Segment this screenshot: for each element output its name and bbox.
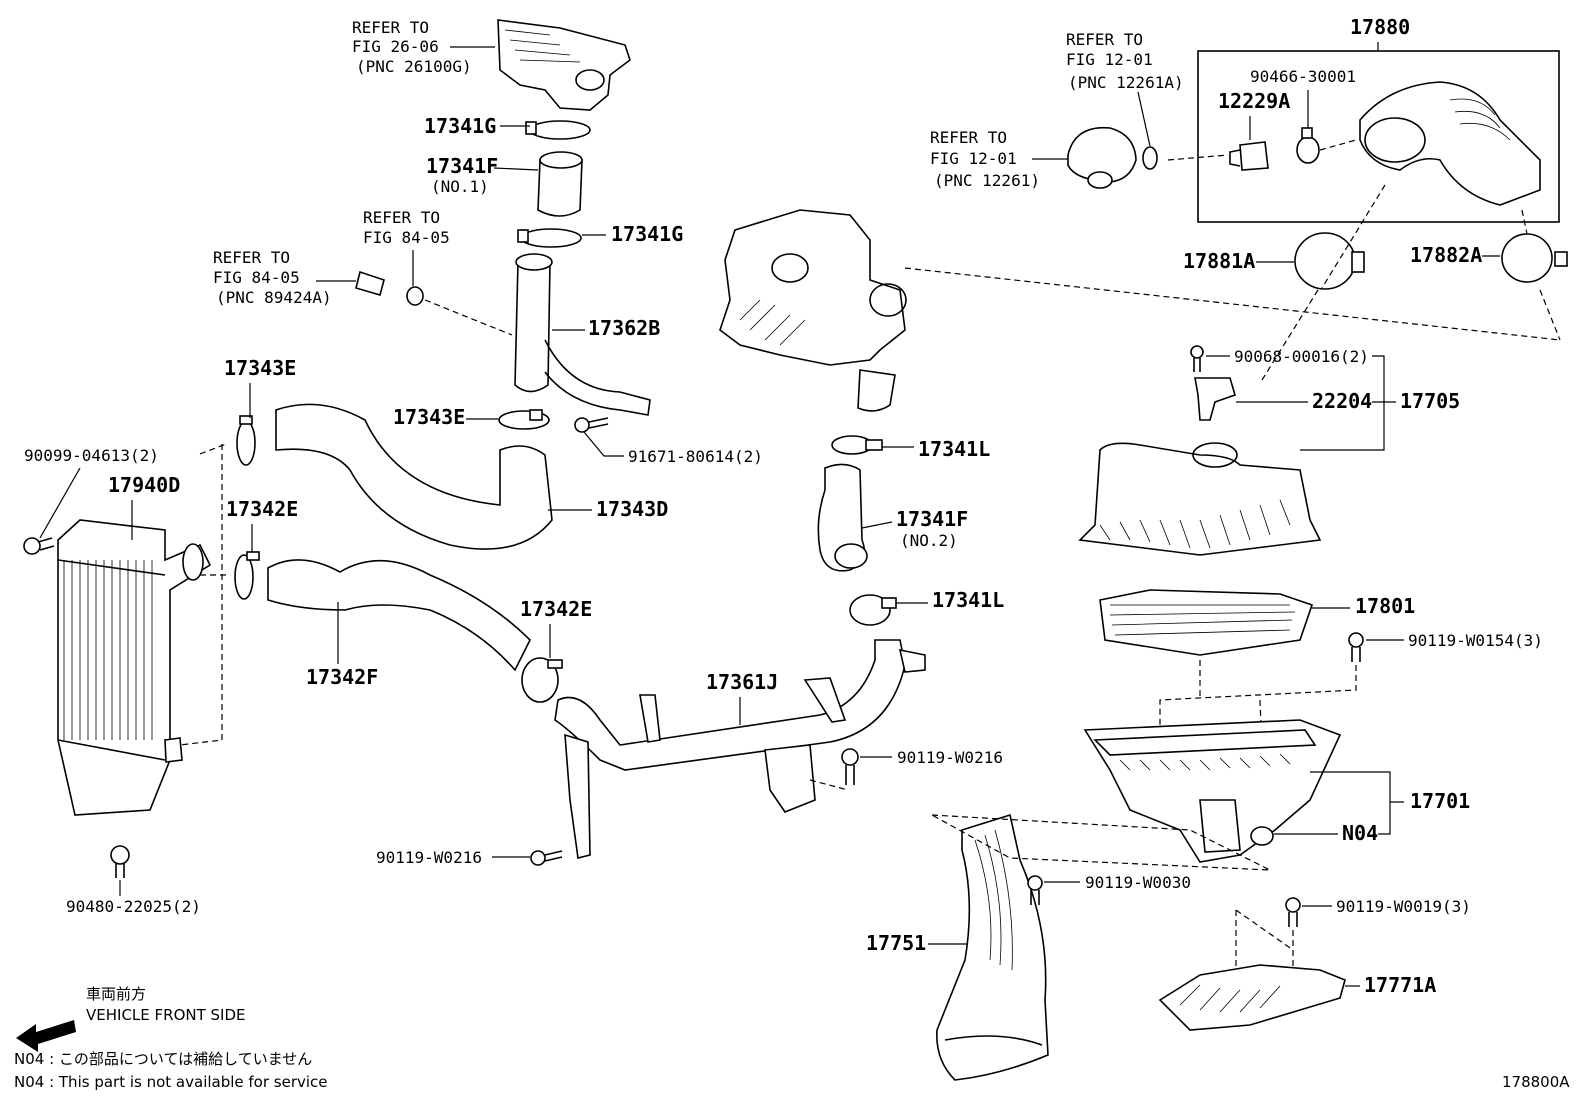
label-17343D: 17343D (596, 497, 668, 521)
clamp-17341L-bot (849, 594, 897, 626)
pipe-17361J (554, 639, 926, 859)
ref-12-01-b-line2: FIG 12-01 (930, 149, 1017, 168)
sensor-89424A (355, 270, 424, 306)
clamp-17343E-top (236, 415, 256, 466)
label-17771A: 17771A (1364, 973, 1436, 997)
bracket-17771A (1158, 964, 1346, 1031)
ref-12-01-a-line2: FIG 12-01 (1066, 50, 1153, 69)
label-17341F-no2: 17341F (896, 507, 968, 531)
fitting-12229A (1229, 141, 1269, 171)
label-91671: 91671-80614(2) (628, 447, 763, 466)
vehicle-front-jp: 車両前方 (86, 985, 146, 1003)
ref-12-01-a-line1: REFER TO (1066, 30, 1143, 49)
clamp-17881A (1294, 232, 1365, 290)
ref-12-01-a-line3: (PNC 12261A) (1068, 73, 1184, 92)
label-90119-W0030: 90119-W0030 (1085, 873, 1191, 892)
label-90119-W0216-a: 90119-W0216 (897, 748, 1003, 767)
label-17361J: 17361J (706, 670, 778, 694)
duct-17751 (936, 813, 1049, 1081)
label-90480: 90480-22025(2) (66, 897, 201, 916)
label-17343E-mid: 17343E (393, 405, 465, 429)
label-17341G-top: 17341G (424, 114, 496, 138)
clamp-17341G-top (525, 120, 591, 140)
filter-17801 (1099, 589, 1314, 656)
ref-84-05-a-line1: REFER TO (363, 208, 440, 227)
hose-17343D (275, 403, 553, 550)
bolt-90480 (110, 845, 130, 878)
throttle-body (497, 19, 631, 111)
label-90099: 90099-04613(2) (24, 446, 159, 465)
bolt-90119-W0019 (1285, 897, 1301, 927)
label-17342E-left: 17342E (226, 497, 298, 521)
bolt-90119-W0216-b (530, 850, 563, 866)
vehicle-front-en: VEHICLE FRONT SIDE (86, 1006, 246, 1024)
ref-84-05-b-line2: FIG 84-05 (213, 268, 300, 287)
ref-12-01-b-line1: REFER TO (930, 128, 1007, 147)
label-N04: N04 (1342, 821, 1378, 845)
label-17341L-top: 17341L (918, 437, 990, 461)
label-17342F: 17342F (306, 665, 378, 689)
label-90119-W0019: 90119-W0019(3) (1336, 897, 1471, 916)
note-n04-jp: N04 : この部品については補給していません (14, 1050, 312, 1068)
ref-26-06-line2: FIG 26-06 (352, 37, 439, 56)
ref-12-01-b-line3: (PNC 12261) (934, 171, 1040, 190)
clamp-17341G-mid (517, 228, 582, 248)
label-90119-W0216-b: 90119-W0216 (376, 848, 482, 867)
turbocharger (719, 209, 907, 412)
label-17343E-top: 17343E (224, 356, 296, 380)
air-hose-17880 (1359, 81, 1541, 206)
label-17341L-bot: 17341L (932, 588, 1004, 612)
intercooler-17940D (57, 519, 212, 816)
label-22204: 22204 (1312, 389, 1372, 413)
label-17341F-no1-sub: (NO.1) (431, 177, 489, 196)
bolt-90119-W0030 (1027, 875, 1043, 905)
label-17341G-mid: 17341G (611, 222, 683, 246)
grommet-N04 (1250, 826, 1274, 846)
air-cleaner-cap-17705 (1078, 442, 1322, 556)
label-17342E-mid: 17342E (520, 597, 592, 621)
label-17701: 17701 (1410, 789, 1470, 813)
valve-12261 (1067, 126, 1158, 189)
clamp-17882A (1501, 233, 1568, 283)
bolt-91671 (574, 417, 609, 433)
label-17882A: 17882A (1410, 243, 1482, 267)
clamp-17342E-mid (521, 657, 563, 703)
label-90119-W0154: 90119-W0154(3) (1408, 631, 1543, 650)
ref-84-05-b-line1: REFER TO (213, 248, 290, 267)
figure-id: 178800A (1502, 1073, 1570, 1091)
label-90068: 90068-00016(2) (1234, 347, 1369, 366)
label-17801: 17801 (1355, 594, 1415, 618)
clamp-17341L-top (831, 435, 883, 455)
label-17341F-no1: 17341F (426, 154, 498, 178)
label-17751: 17751 (866, 931, 926, 955)
label-17705: 17705 (1400, 389, 1460, 413)
label-17940D: 17940D (108, 473, 180, 497)
hose-17341F-no1 (537, 151, 583, 217)
bolt-90099 (23, 537, 55, 555)
vehicle-front-arrow-icon (16, 1020, 76, 1052)
note-n04-en: N04 : This part is not available for ser… (14, 1073, 328, 1091)
bolt-90068 (1190, 345, 1204, 372)
bolt-90119-W0154 (1348, 632, 1364, 662)
hose-17342F (267, 559, 531, 672)
label-17880: 17880 (1350, 15, 1410, 39)
label-90466: 90466-30001 (1250, 67, 1356, 86)
air-cleaner-case-17701 (1083, 719, 1342, 863)
label-12229A: 12229A (1218, 89, 1290, 113)
hose-17362B (514, 253, 651, 416)
clamp-17342E-left (234, 551, 260, 600)
bolt-90119-W0216-a (841, 748, 859, 785)
sensor-22204 (1194, 377, 1236, 421)
ref-26-06-line3: (PNC 26100G) (356, 57, 472, 76)
label-17341F-no2-sub: (NO.2) (900, 531, 958, 550)
clip-90466 (1296, 127, 1320, 164)
label-17362B: 17362B (588, 316, 660, 340)
ref-26-06-line1: REFER TO (352, 18, 429, 37)
ref-84-05-b-line3: (PNC 89424A) (216, 288, 332, 307)
hose-17341F-no2 (817, 463, 868, 572)
ref-84-05-a-line2: FIG 84-05 (363, 228, 450, 247)
label-17881A: 17881A (1183, 249, 1255, 273)
clamp-17343E-mid (498, 409, 550, 430)
